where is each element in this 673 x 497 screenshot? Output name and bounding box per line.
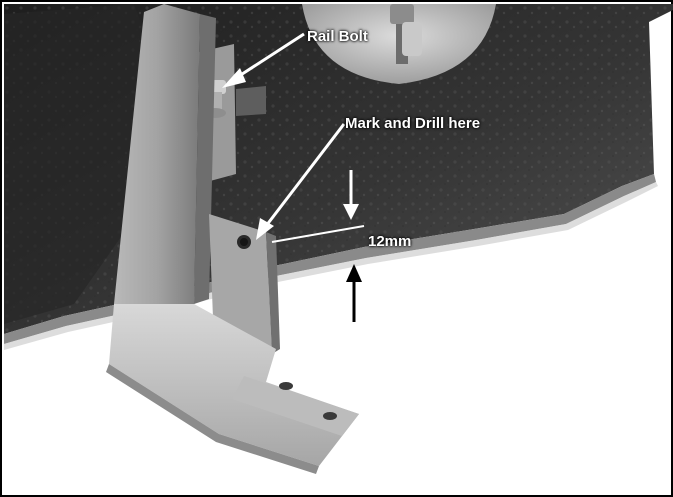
arrow-measure-up	[346, 264, 362, 322]
drill-hole-inner	[240, 238, 248, 246]
foot-hole-2	[323, 412, 337, 420]
panel-cavity	[4, 4, 164, 324]
rail-bolt-label: Rail Bolt	[307, 28, 368, 45]
bracket-foot	[232, 376, 359, 436]
foot-hole-1	[279, 382, 293, 390]
arrow-measure-down	[343, 170, 359, 220]
bracket-flange	[109, 304, 359, 466]
rear-bracket-tab	[236, 86, 266, 116]
bracket-angle	[209, 214, 272, 354]
arrow-mark-drill	[256, 123, 346, 240]
bracket-vertical	[114, 4, 200, 324]
bracket-flange-edge	[106, 364, 319, 474]
bracket-photo	[4, 4, 673, 474]
measure-guide-line	[271, 225, 365, 243]
mark-drill-label: Mark and Drill here	[345, 115, 481, 132]
motor-hub	[390, 4, 414, 24]
arrow-rail-bolt	[222, 32, 305, 88]
bracket-angle-edge	[266, 232, 280, 354]
motor-bolt	[402, 22, 422, 56]
measurement-label: 12mm	[368, 233, 412, 250]
